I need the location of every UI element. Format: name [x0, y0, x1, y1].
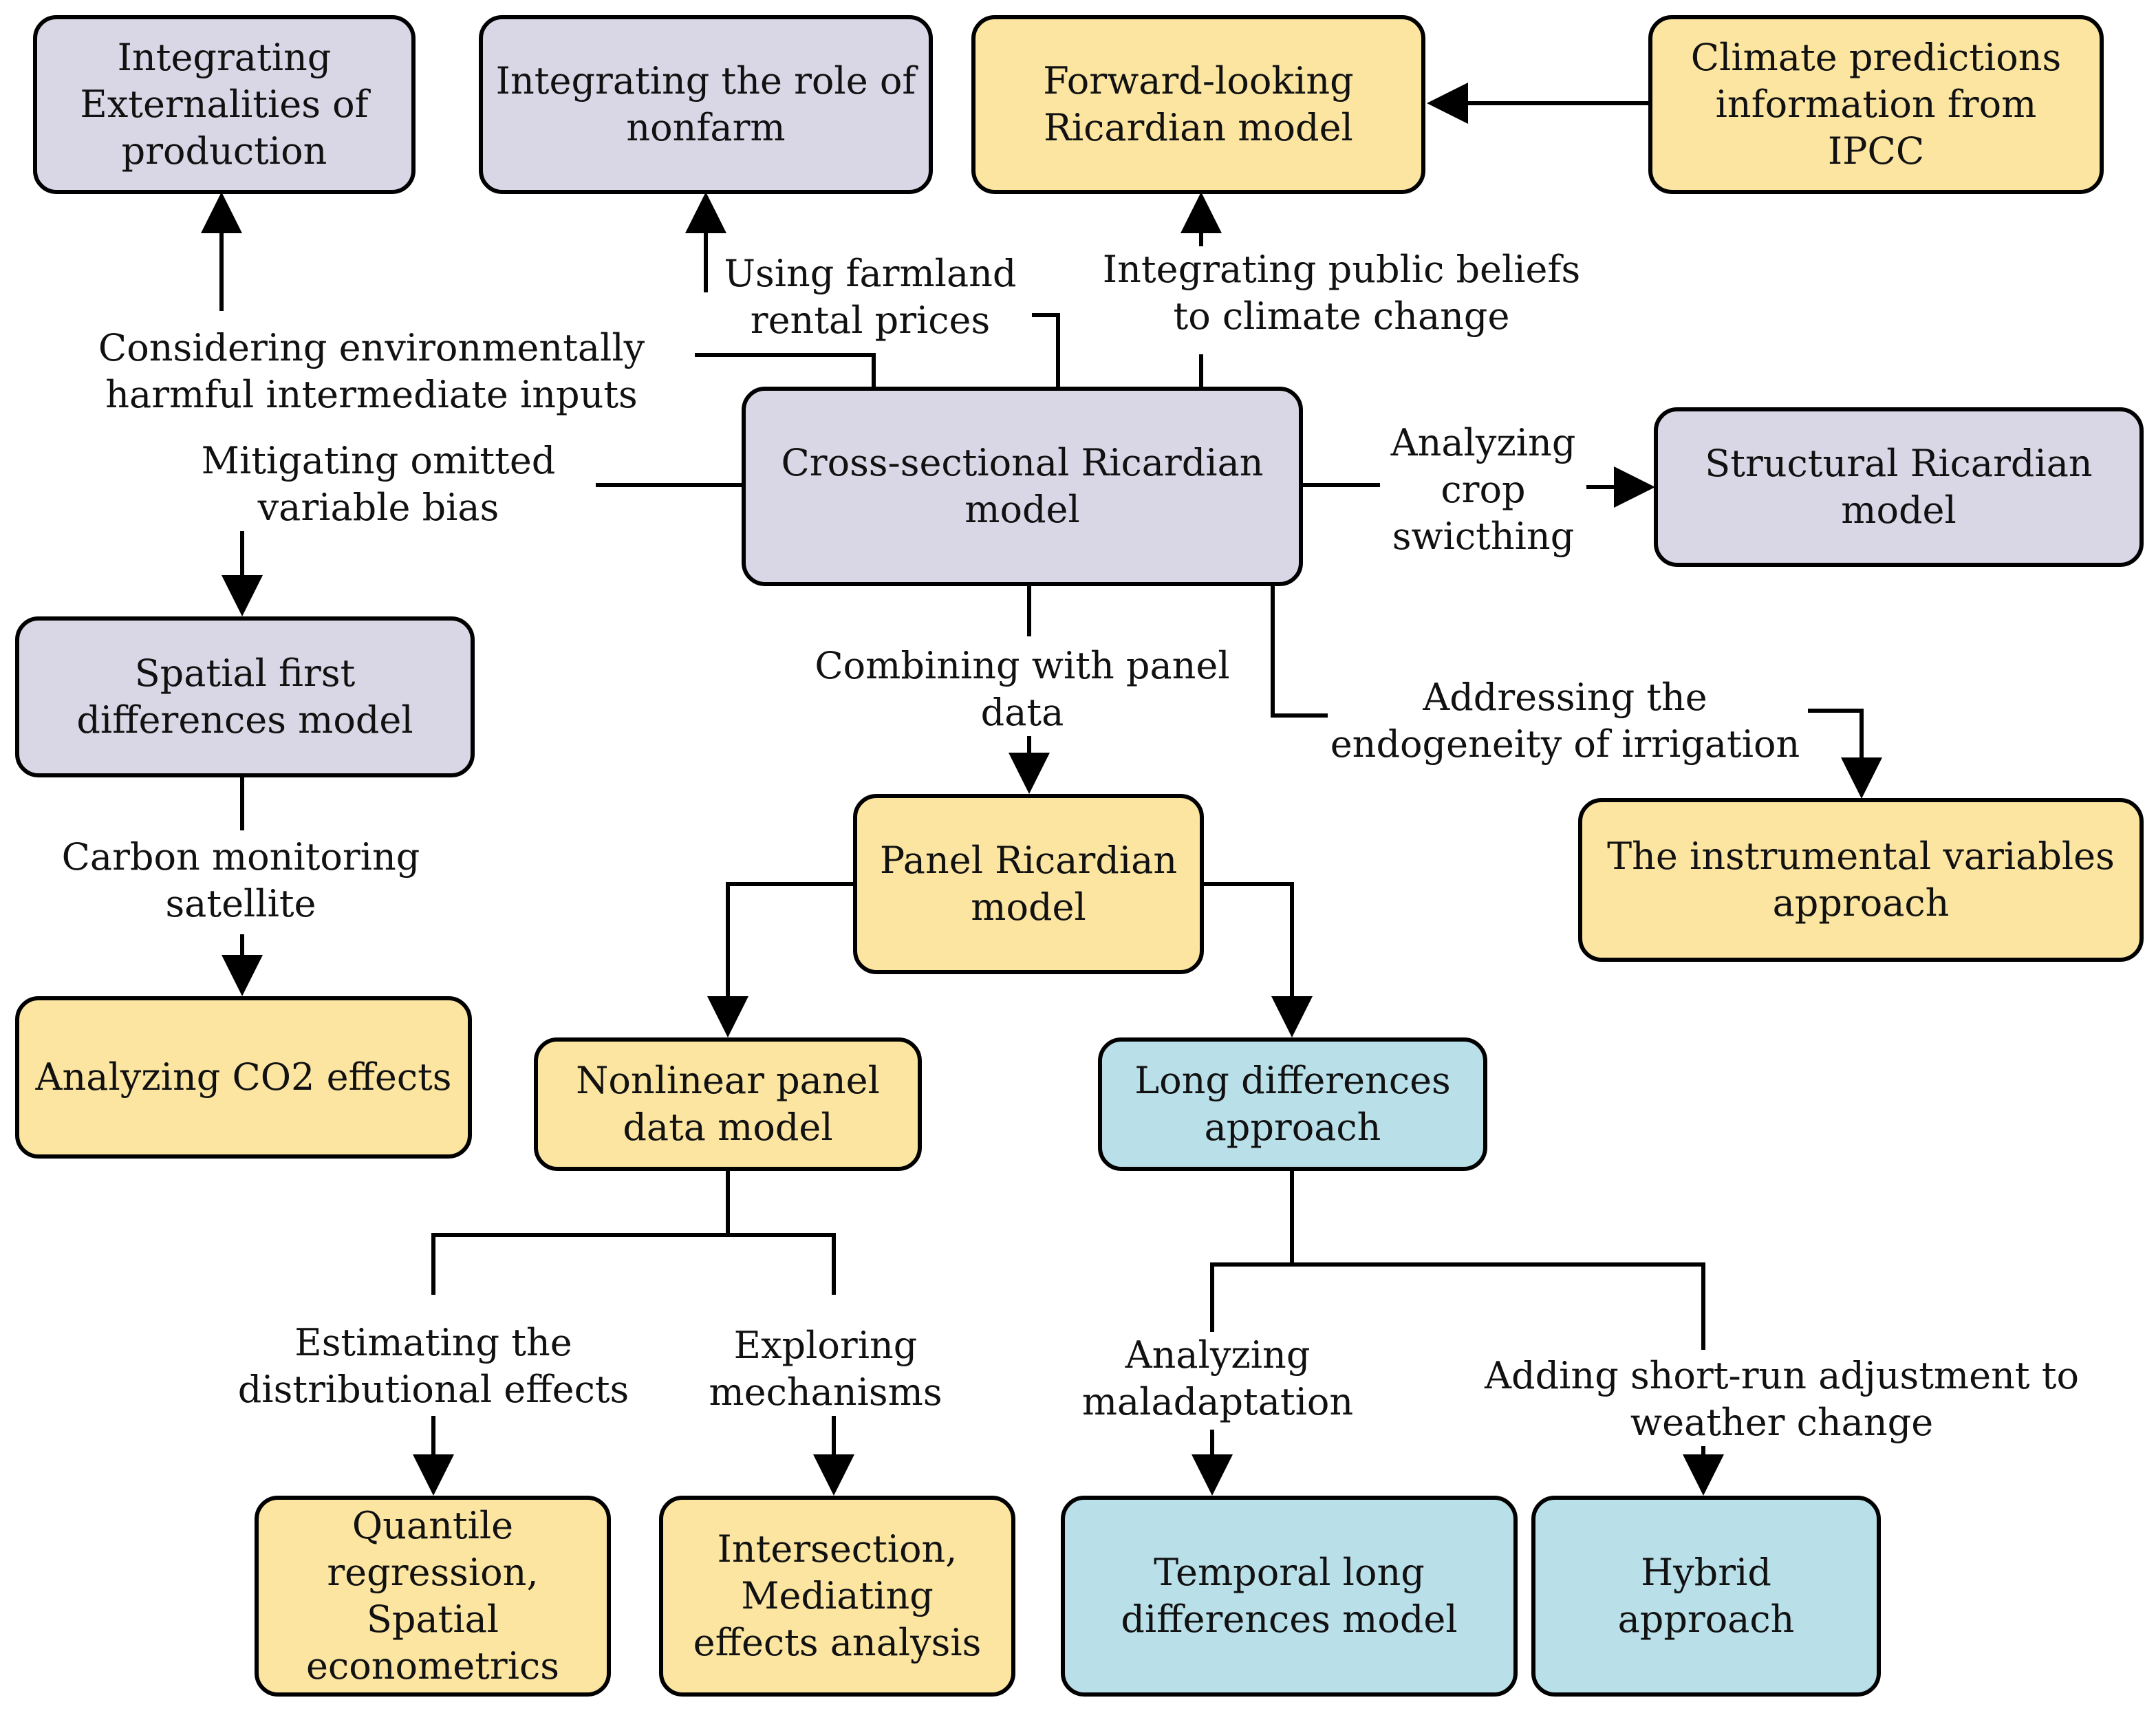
arrow-to-long-diff	[1203, 882, 1313, 1037]
label-crop-switching: Analyzing crop swicthing	[1380, 420, 1586, 560]
label-short-run-line2: weather change	[1630, 1401, 1934, 1444]
label-irrigation-line2: endogeneity of irrigation	[1330, 722, 1800, 766]
label-carbon-satellite-line2: satellite	[165, 882, 316, 925]
label-environmental-inputs-line2: harmful intermediate inputs	[105, 373, 638, 416]
label-carbon-satellite: Carbon monitoring satellite	[41, 834, 440, 927]
line-environmental-inputs	[695, 353, 876, 387]
label-carbon-satellite-line1: Carbon monitoring	[61, 835, 420, 879]
label-maladaptation-line2: maladaptation	[1081, 1380, 1354, 1423]
spatial-first-differences-box: Spatial first differences model	[15, 616, 475, 777]
label-crop-switching-line1: Analyzing	[1390, 421, 1576, 464]
label-mechanisms-line2: mechanisms	[709, 1370, 942, 1414]
label-irrigation-line1: Addressing the	[1423, 676, 1707, 719]
label-public-beliefs-line2: to climate change	[1173, 294, 1510, 338]
nonlinear-panel-box: Nonlinear panel data model	[534, 1037, 922, 1171]
label-farmland-rental: Using farmland rental prices	[709, 250, 1032, 344]
label-omitted-variable-line2: variable bias	[257, 486, 499, 529]
label-distributional-line1: Estimating the	[294, 1321, 572, 1364]
ipcc-box: Climate predictions information from IPC…	[1648, 15, 2104, 194]
externalities-box: Integrating Externalities of production	[33, 15, 416, 194]
arrow-to-instrumental	[1808, 709, 1882, 799]
nonfarm-box: Integrating the role of nonfarm	[479, 15, 933, 194]
label-farmland-rental-line2: rental prices	[750, 299, 991, 342]
label-environmental-inputs: Considering environmentally harmful inte…	[96, 325, 647, 418]
label-mechanisms: Exploring mechanisms	[688, 1322, 963, 1416]
line-long-diff-branch	[1210, 1170, 1705, 1350]
long-differences-box: Long differences approach	[1098, 1037, 1487, 1171]
panel-ricardian-box: Panel Ricardian model	[853, 794, 1204, 974]
label-panel-data: Combining with panel data	[795, 643, 1249, 736]
label-distributional: Estimating the distributional effects	[227, 1320, 640, 1413]
label-short-run-line1: Adding short-run adjustment to	[1485, 1354, 2079, 1397]
label-maladaptation: Analyzing maladaptation	[1059, 1332, 1376, 1425]
label-crop-switching-line3: swicthing	[1392, 515, 1575, 558]
label-panel-data-line2: data	[980, 691, 1064, 734]
label-farmland-rental-line1: Using farmland	[724, 252, 1017, 295]
intersection-box: Intersection, Mediating effects analysis	[659, 1496, 1015, 1697]
quantile-box: Quantile regression, Spatial econometric…	[255, 1496, 611, 1697]
line-irrigation	[1271, 585, 1340, 718]
structural-box: Structural Ricardian model	[1654, 407, 2144, 567]
label-omitted-variable: Mitigating omitted variable bias	[179, 438, 578, 531]
label-public-beliefs-line1: Integrating public beliefs	[1102, 248, 1581, 291]
label-distributional-line2: distributional effects	[237, 1368, 629, 1411]
temporal-long-differences-box: Temporal long differences model	[1061, 1496, 1518, 1697]
label-panel-data-line1: Combining with panel	[815, 644, 1230, 687]
label-environmental-inputs-line1: Considering environmentally	[98, 326, 645, 369]
label-omitted-variable-line1: Mitigating omitted	[201, 439, 556, 482]
label-mechanisms-line1: Exploring	[733, 1324, 918, 1367]
co2-box: Analyzing CO2 effects	[15, 996, 472, 1159]
label-crop-switching-line2: crop	[1441, 468, 1526, 511]
forward-looking-box: Forward-looking Ricardian model	[971, 15, 1425, 194]
hybrid-approach-box: Hybrid approach	[1531, 1496, 1881, 1697]
label-short-run: Adding short-run adjustment to weather c…	[1472, 1353, 2091, 1446]
arrow-to-nonlinear	[707, 882, 854, 1037]
label-public-beliefs: Integrating public beliefs to climate ch…	[1094, 246, 1589, 340]
line-nonlinear-branch	[431, 1170, 836, 1295]
label-maladaptation-line1: Analyzing	[1125, 1333, 1311, 1377]
label-irrigation: Addressing the endogeneity of irrigation	[1328, 674, 1802, 768]
instrumental-variables-box: The instrumental variables approach	[1578, 798, 2144, 962]
cross-sectional-box: Cross-sectional Ricardian model	[742, 387, 1303, 586]
